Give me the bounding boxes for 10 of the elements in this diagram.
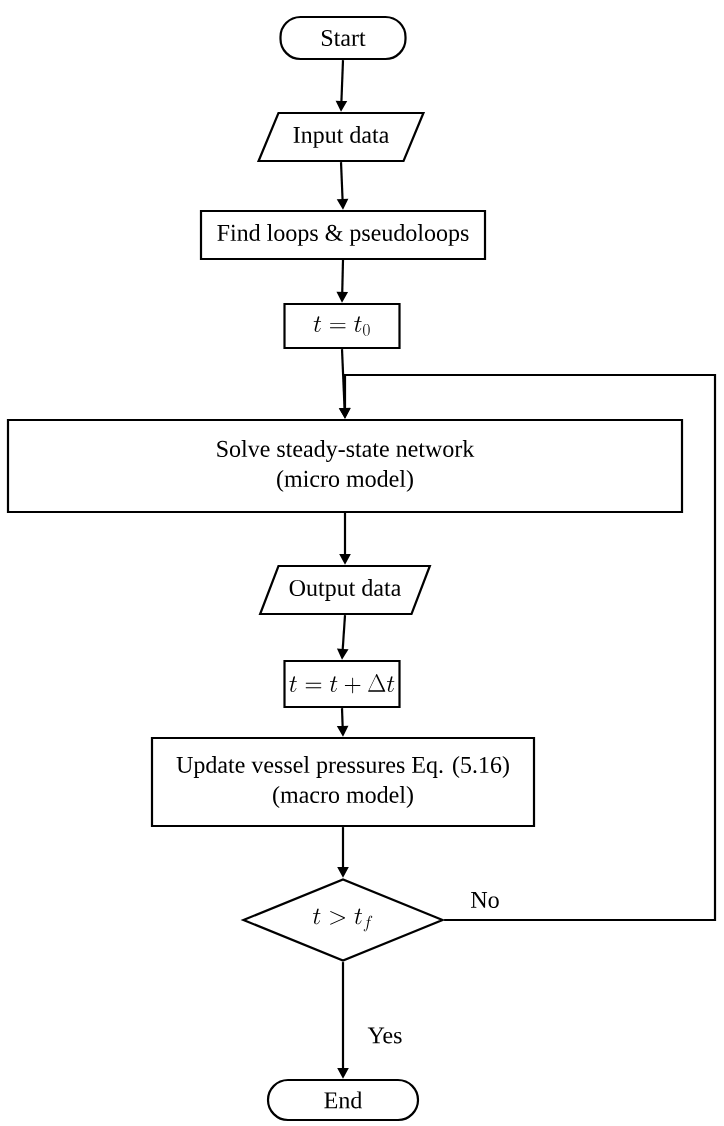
process-box: Solve steady-state network (micro model) [6, 418, 684, 514]
edge-label: Yes [366, 1026, 404, 1045]
process-box: Find loops & pseudoloops [199, 209, 487, 261]
edge-label: No [469, 891, 501, 909]
process-box: $t=t+\Delta t$ [283, 659, 401, 709]
process-box: $t=t_0$ [283, 302, 401, 350]
connector-arrow [339, 373, 717, 922]
process-box: Update vessel pressures Eq. (5.16) (macro model) [150, 736, 536, 828]
start-terminal: Start [279, 15, 407, 61]
end-terminal: End [266, 1078, 420, 1122]
